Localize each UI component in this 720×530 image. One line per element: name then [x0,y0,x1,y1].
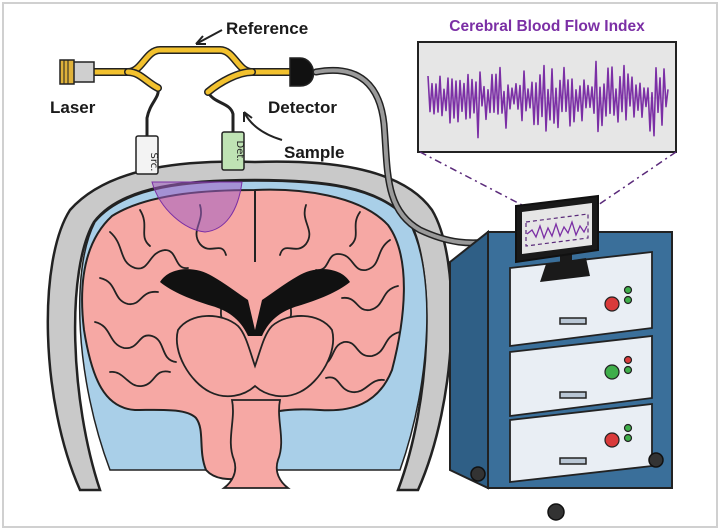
detector [289,57,315,87]
det-probe-label: Det. [234,141,245,162]
sample-label: Sample [284,143,345,162]
laser-label: Laser [50,98,96,117]
zoom-lines [419,151,677,206]
fiber-interferometer [88,46,296,96]
sample-arrow [243,111,283,141]
src-probe: Src. [135,135,159,175]
detector-label: Detector [268,98,337,117]
reference-arrow [195,29,223,45]
reference-label: Reference [226,19,309,38]
laser-source [59,59,95,85]
brainstem [221,399,291,489]
det-probe: Det. [221,131,245,171]
monitor-signal [526,219,588,240]
cbf-signal-trace [427,60,669,139]
sampled-region [151,181,243,233]
monitor [515,194,599,282]
cbf-trace-panel [417,41,677,153]
src-probe-label: Src. [148,153,159,172]
cbf-panel-title: Cerebral Blood Flow Index [449,18,645,35]
skull [46,160,453,492]
deep-grey-matter [175,315,335,398]
head-cross-section [46,160,453,492]
lateral-ventricles [160,269,350,336]
